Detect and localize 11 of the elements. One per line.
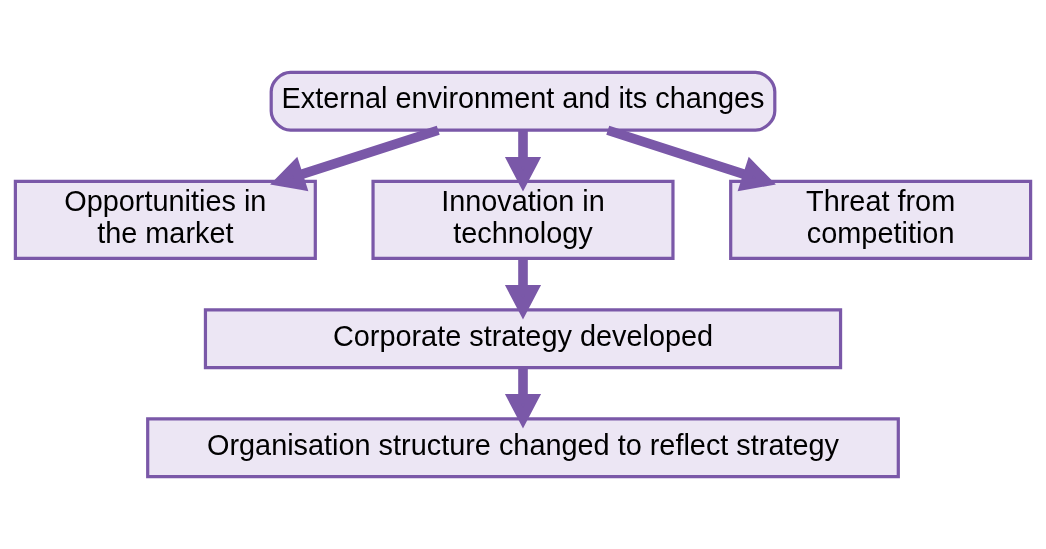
arrow <box>504 130 542 192</box>
arrow <box>504 368 542 429</box>
node-box: Innovation in technology <box>371 179 675 261</box>
arrow <box>504 258 542 320</box>
node-box: Organisation structure changed to reflect strategy <box>146 417 900 479</box>
arrow <box>270 125 440 192</box>
arrow <box>606 125 776 192</box>
node-box: Corporate strategy developed <box>203 308 843 370</box>
node-box: Opportunities in the market <box>13 179 317 261</box>
node-box: Threat from competition <box>729 179 1033 261</box>
node-box: External environment and its changes <box>269 70 777 132</box>
